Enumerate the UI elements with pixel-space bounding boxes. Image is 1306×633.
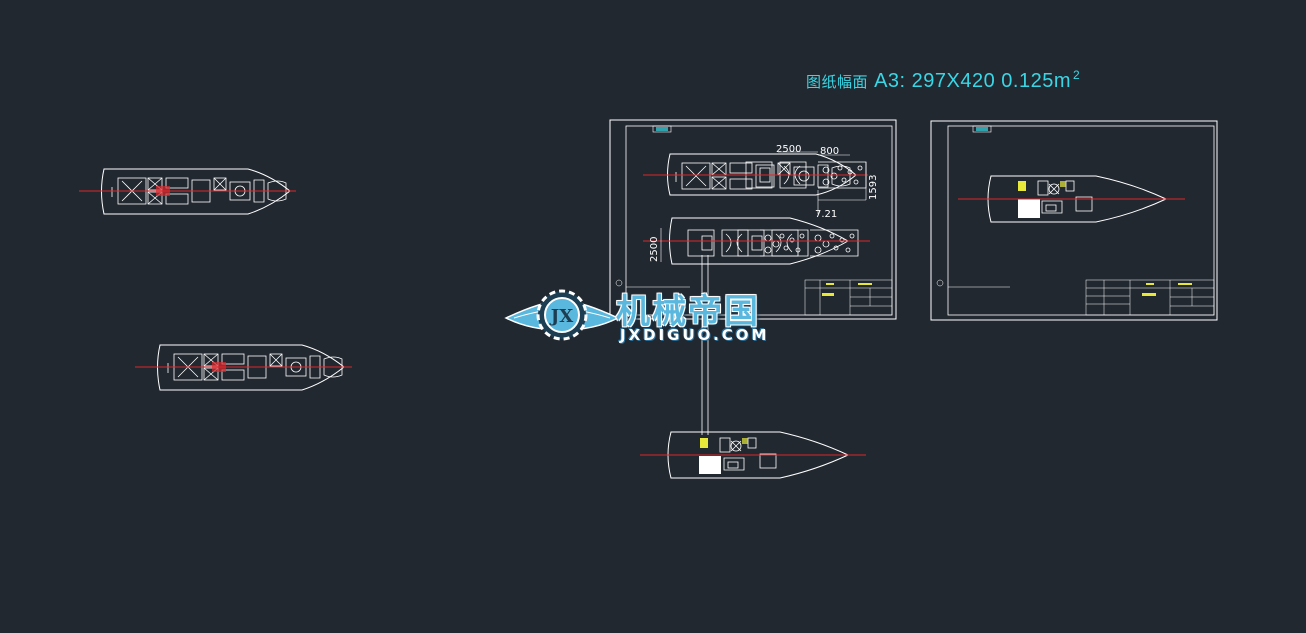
hull-plan-lower-center[interactable] [640,431,866,479]
drawing-sheet-2[interactable] [930,120,1218,321]
watermark-emblem: JX [504,289,620,341]
paper-size-label-cn: 图纸幅面 [806,74,869,91]
hull-plan-lower-left[interactable] [135,344,352,391]
leader-lines [701,255,709,435]
title-block [936,279,1215,316]
paper-size-label-main: A3: 297X420 0.125m [874,70,1071,92]
dim-label: 2500 [649,237,660,262]
hull-plan-upper-left[interactable] [79,168,296,215]
dim-label: 7.21 [815,209,837,220]
logo-letters: JX [549,306,574,327]
paper-size-label-sup: 2 [1073,68,1081,82]
dim-label: 2500 [776,144,801,155]
dim-label: 800 [820,146,839,157]
dim-label: 1593 [868,175,879,200]
drawing-sheet-1[interactable]: 2500 800 1593 7.21 2500 [609,119,897,320]
title-block [615,279,893,316]
watermark-logo: 机械帝国 JXDIGUO.COM [504,282,804,350]
watermark-subtitle: JXDIGUO.COM [620,326,770,344]
watermark-title: 机械帝国 [616,292,760,332]
